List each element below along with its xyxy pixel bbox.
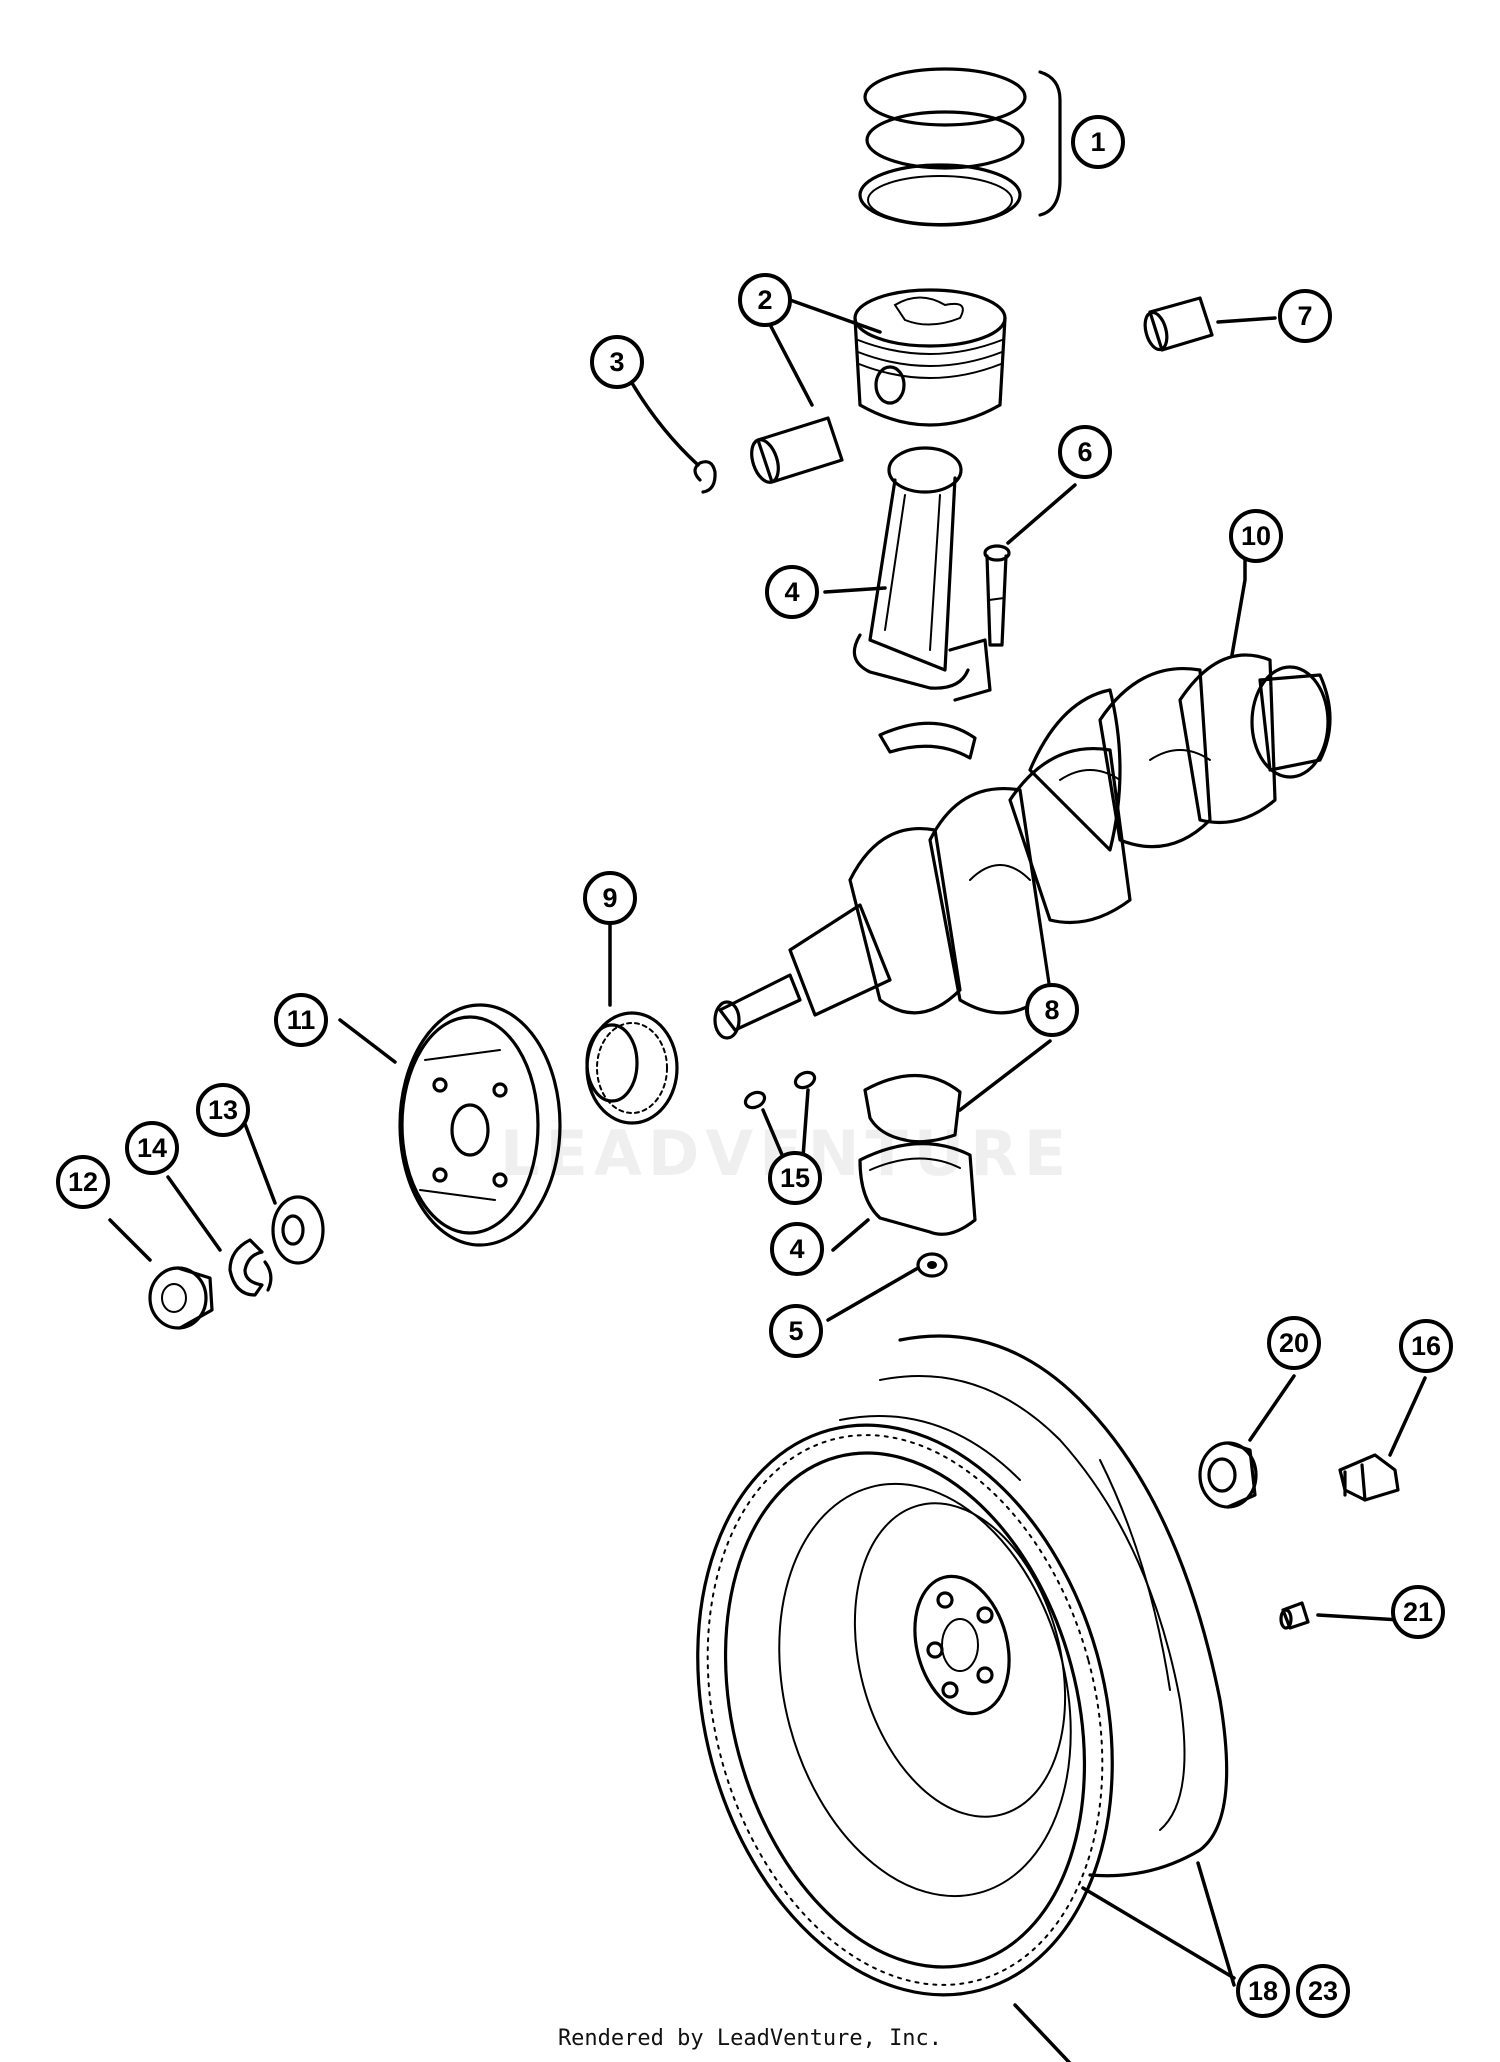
callout-20: 20	[1267, 1316, 1321, 1370]
crankshaft	[713, 653, 1332, 1040]
svg-text:7: 7	[1297, 301, 1312, 331]
rod-bearing-upper	[878, 721, 977, 760]
svg-text:15: 15	[780, 1163, 810, 1193]
pulley-nut	[148, 1266, 214, 1330]
svg-text:12: 12	[68, 1167, 98, 1197]
callout-12: 12	[56, 1155, 110, 1209]
callout-9: 9	[583, 871, 637, 925]
flywheel	[839, 1334, 1229, 1878]
callout-4: 4	[765, 565, 819, 619]
piston	[853, 288, 1007, 427]
svg-text:5: 5	[788, 1316, 803, 1346]
callout-18: 18	[1236, 1964, 1290, 2018]
dowel-pin	[1279, 1601, 1310, 1630]
svg-text:11: 11	[287, 1005, 316, 1035]
leader-lines	[108, 298, 1427, 2062]
callout-6: 6	[1058, 425, 1112, 479]
callout-4-cap: 4	[770, 1222, 824, 1276]
washer	[271, 1195, 325, 1265]
svg-text:13: 13	[208, 1095, 238, 1125]
piston-pin	[750, 416, 844, 484]
svg-text:16: 16	[1411, 1331, 1441, 1361]
svg-text:23: 23	[1308, 1976, 1338, 2006]
callout-16: 16	[1399, 1319, 1453, 1373]
callout-13: 13	[196, 1083, 250, 1137]
crankshaft-gear	[585, 1011, 679, 1125]
bushing	[1143, 296, 1214, 352]
flywheel-bolt	[1338, 1453, 1400, 1502]
pilot-bearing	[1198, 1441, 1258, 1509]
ring-gear	[696, 1423, 1114, 1997]
callout-21: 21	[1391, 1585, 1445, 1639]
callout-11: 11	[274, 993, 328, 1047]
callout-5: 5	[769, 1304, 823, 1358]
svg-text:4: 4	[789, 1234, 804, 1264]
svg-text:4: 4	[784, 577, 799, 607]
svg-text:6: 6	[1077, 437, 1092, 467]
callout-10: 10	[1229, 509, 1283, 563]
svg-text:14: 14	[137, 1133, 167, 1163]
split-collar	[228, 1238, 273, 1297]
svg-text:21: 21	[1403, 1597, 1433, 1627]
woodruff-keys	[743, 1070, 817, 1110]
callout-14: 14	[125, 1121, 179, 1175]
svg-text:3: 3	[609, 347, 624, 377]
callout-3: 3	[590, 335, 644, 389]
crankshaft-pulley	[398, 1003, 562, 1247]
svg-text:9: 9	[602, 883, 617, 913]
rod-bolt	[983, 544, 1011, 647]
svg-text:8: 8	[1044, 995, 1059, 1025]
svg-text:18: 18	[1248, 1976, 1278, 2006]
svg-text:1: 1	[1090, 127, 1105, 157]
svg-text:10: 10	[1241, 521, 1271, 551]
callout-8: 8	[1025, 983, 1079, 1037]
footer-credit: Rendered by LeadVenture, Inc.	[557, 2026, 943, 2051]
callout-15: 15	[768, 1151, 822, 1205]
main-bearing	[863, 1073, 962, 1144]
callout-1: 1	[1071, 115, 1125, 169]
connecting-rod	[852, 446, 992, 702]
callout-2: 2	[738, 273, 792, 327]
snap-ring	[693, 460, 717, 494]
svg-text:2: 2	[757, 285, 772, 315]
callout-23: 23	[1296, 1964, 1350, 2018]
rod-nut	[916, 1252, 948, 1278]
callout-7: 7	[1278, 289, 1332, 343]
piston-rings	[858, 67, 1062, 227]
rod-cap	[858, 1142, 977, 1236]
svg-text:20: 20	[1279, 1328, 1309, 1358]
